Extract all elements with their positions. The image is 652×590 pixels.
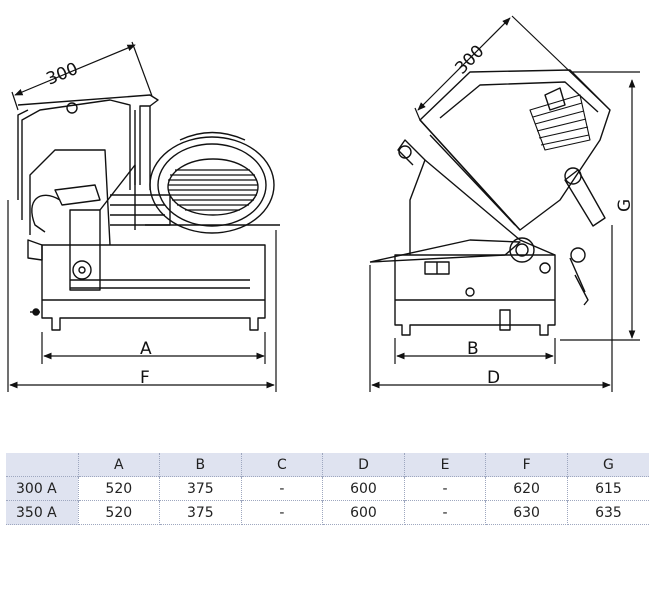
header-cell-g: G	[567, 453, 649, 477]
table-cell: 620	[485, 476, 568, 501]
table-cell: 375	[159, 476, 242, 501]
header-cell-a: A	[78, 453, 161, 477]
table-cell: -	[404, 476, 487, 501]
header-cell-model	[6, 453, 79, 477]
table-header-row: A B C D E F G	[6, 453, 649, 477]
front-dimensions	[7, 41, 277, 392]
table-cell: 375	[159, 500, 242, 525]
model-cell: 300 A	[6, 476, 79, 501]
side-dimensions	[369, 15, 640, 392]
dimension-d-label: D	[487, 368, 500, 388]
table-row: 300 A 520 375 - 600 - 620 615	[6, 476, 649, 501]
dimension-a-label: A	[140, 339, 152, 359]
table-row: 350 A 520 375 - 600 - 630 635	[6, 500, 649, 525]
table-cell: -	[404, 500, 487, 525]
table-cell: 600	[322, 476, 405, 501]
header-cell-f: F	[485, 453, 568, 477]
dimension-b-label: B	[467, 339, 479, 359]
front-top-dimension-label: 300	[43, 59, 81, 90]
table-cell: 630	[485, 500, 568, 525]
header-cell-b: B	[159, 453, 242, 477]
table-cell: 615	[567, 476, 649, 501]
front-view	[17, 94, 280, 331]
table-cell: -	[241, 476, 324, 501]
model-cell: 350 A	[6, 500, 79, 525]
header-cell-c: C	[241, 453, 324, 477]
slicer-technical-drawing: 300 A F	[7, 15, 640, 392]
side-view	[369, 69, 611, 336]
dimensions-table: A B C D E F G 300 A 520 375 - 600 - 620 …	[6, 453, 649, 525]
table-cell: 520	[78, 500, 161, 525]
header-cell-d: D	[322, 453, 405, 477]
dimension-f-label: F	[140, 368, 150, 388]
table-cell: 520	[78, 476, 161, 501]
table-cell: 635	[567, 500, 649, 525]
table-cell: 600	[322, 500, 405, 525]
header-cell-e: E	[404, 453, 487, 477]
side-top-dimension-label: 300	[451, 41, 488, 78]
dimension-g-label: G	[615, 199, 635, 212]
table-cell: -	[241, 500, 324, 525]
